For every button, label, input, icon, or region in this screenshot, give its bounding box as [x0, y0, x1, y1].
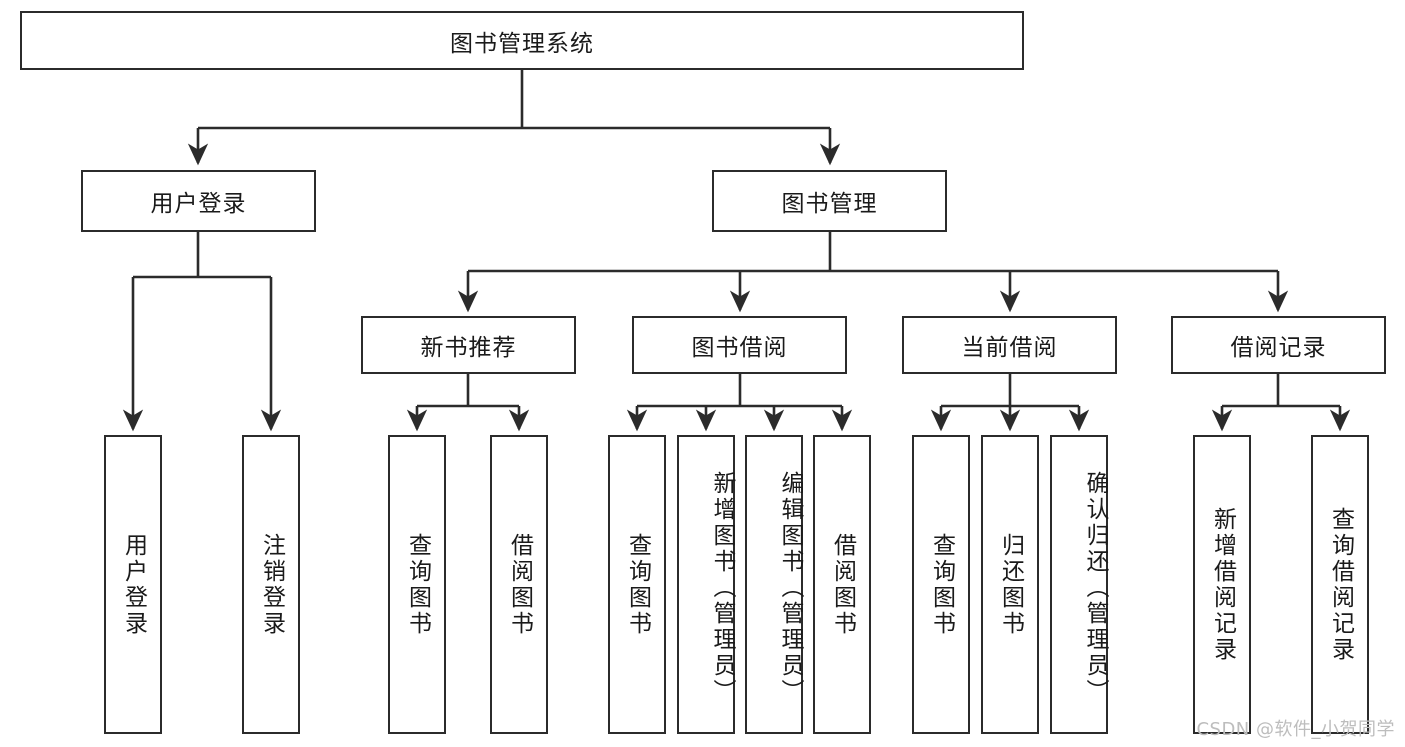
node-label: 确认归还（管理员） [1082, 470, 1108, 705]
leaf-current-return-book[interactable]: 归还图书 [981, 435, 1039, 734]
node-label: 图书借阅 [691, 335, 788, 361]
node-book-management[interactable]: 图书管理 [712, 170, 947, 232]
node-label: 查询图书 [928, 532, 955, 637]
leaf-borrow-edit-book-admin[interactable]: 编辑图书（管理员） [745, 435, 803, 734]
node-current-borrow[interactable]: 当前借阅 [902, 316, 1117, 374]
node-label: 当前借阅 [961, 335, 1058, 361]
node-borrow-record[interactable]: 借阅记录 [1171, 316, 1386, 374]
node-label: 归还图书 [997, 532, 1024, 637]
node-label: 查询图书 [404, 532, 431, 637]
node-label: 图书管理系统 [450, 30, 594, 57]
node-label: 用户登录 [150, 191, 247, 217]
watermark: CSDN @软件_小贺同学 [1196, 719, 1395, 740]
leaf-borrow-add-book-admin[interactable]: 新增图书（管理员） [677, 435, 735, 734]
node-label: 新增借阅记录 [1209, 506, 1236, 663]
leaf-recommend-query-book[interactable]: 查询图书 [388, 435, 446, 734]
leaf-borrow-query-book[interactable]: 查询图书 [608, 435, 666, 734]
node-user-login[interactable]: 用户登录 [81, 170, 316, 232]
node-label: 借阅记录 [1230, 335, 1327, 361]
leaf-record-query-record[interactable]: 查询借阅记录 [1311, 435, 1369, 734]
node-label: 用户登录 [120, 532, 147, 637]
node-label: 借阅图书 [829, 532, 856, 637]
leaf-user-login-login[interactable]: 用户登录 [104, 435, 162, 734]
leaf-record-add-record[interactable]: 新增借阅记录 [1193, 435, 1251, 734]
node-book-borrow[interactable]: 图书借阅 [632, 316, 847, 374]
node-label: 借阅图书 [506, 532, 533, 637]
node-label: 新增图书（管理员） [709, 470, 735, 705]
leaf-user-login-logout[interactable]: 注销登录 [242, 435, 300, 734]
node-new-book-recommend[interactable]: 新书推荐 [361, 316, 576, 374]
leaf-borrow-borrow-book[interactable]: 借阅图书 [813, 435, 871, 734]
leaf-recommend-borrow-book[interactable]: 借阅图书 [490, 435, 548, 734]
leaf-current-query-book[interactable]: 查询图书 [912, 435, 970, 734]
node-root-system[interactable]: 图书管理系统 [20, 11, 1024, 70]
node-label: 查询借阅记录 [1327, 506, 1354, 663]
node-label: 图书管理 [781, 191, 878, 217]
node-label: 查询图书 [624, 532, 651, 637]
node-label: 注销登录 [258, 532, 285, 637]
node-label: 编辑图书（管理员） [777, 470, 803, 705]
node-label: 新书推荐 [420, 335, 517, 361]
leaf-current-confirm-return-admin[interactable]: 确认归还（管理员） [1050, 435, 1108, 734]
